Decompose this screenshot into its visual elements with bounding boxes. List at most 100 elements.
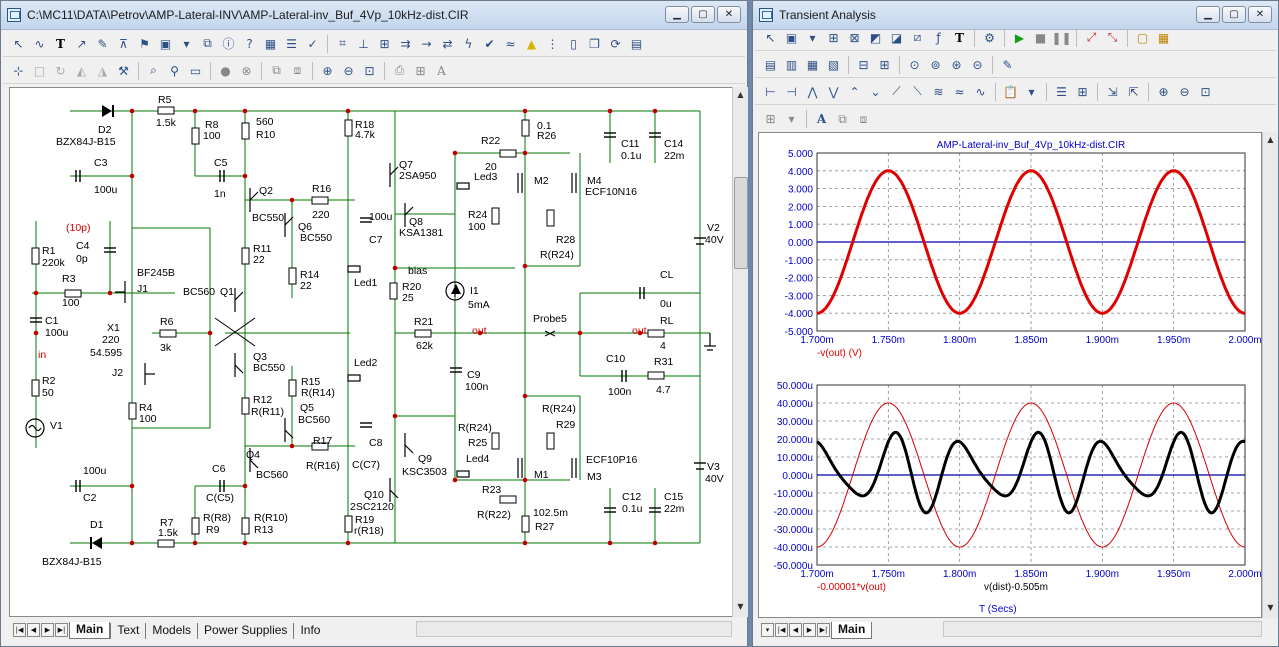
print-icon[interactable]: ⎙ (394, 63, 405, 77)
panel-icon[interactable]: ▢ (1136, 30, 1149, 45)
scroll-down-arrow-icon[interactable]: ▼ (1267, 603, 1274, 612)
warning-icon[interactable]: ▲ (526, 36, 537, 51)
schematic-horizontal-scrollbar[interactable] (416, 621, 732, 637)
maximize-button[interactable]: ▢ (691, 6, 715, 23)
font-icon[interactable]: A (816, 112, 827, 126)
zoom-in-icon[interactable]: ⊕ (1158, 84, 1169, 99)
slope-icon[interactable]: ⟋ (892, 84, 901, 98)
schematic-canvas[interactable]: D2 BZX84J-B15 R5 1.5k R8 100 560 R10 C3 … (9, 87, 734, 617)
tab-main[interactable]: Main (831, 622, 873, 639)
arrow-right-icon[interactable]: → (421, 36, 432, 51)
table-icon[interactable]: ☰ (286, 36, 297, 51)
valley-icon[interactable]: ⋁ (828, 84, 839, 99)
pin-icon[interactable]: ⊥ (358, 36, 369, 51)
stop-icon[interactable]: ■ (1034, 30, 1047, 45)
tab-power-supplies[interactable]: Power Supplies (197, 623, 293, 639)
last-page-icon[interactable]: ▶| (55, 623, 68, 637)
zoom-out-icon[interactable]: ⊖ (343, 63, 354, 78)
page-icon[interactable]: ▤ (764, 57, 777, 72)
measure-icon[interactable]: ⊼ (119, 36, 128, 51)
peak-icon[interactable]: ⋀ (807, 84, 818, 99)
schematic-titlebar[interactable]: C:\MC11\DATA\Petrov\AMP-Lateral-INV\AMP-… (1, 1, 747, 30)
panel2-icon[interactable]: ▦ (1157, 30, 1170, 45)
dropdown-icon[interactable]: ▾ (788, 112, 795, 126)
clone-icon[interactable]: ⧈ (293, 63, 302, 77)
dropdown-icon[interactable]: ▾ (761, 623, 774, 637)
zoom-in-icon[interactable]: ⊕ (322, 63, 333, 78)
tag-icon[interactable]: ⧉ (203, 36, 212, 50)
flag-icon[interactable]: ⚑ (139, 36, 150, 51)
zoom-fit-icon[interactable]: ⊡ (364, 63, 375, 78)
font-icon[interactable]: A (437, 63, 446, 78)
bus-icon[interactable]: ⇉ (400, 36, 411, 51)
flip-icon[interactable]: ◮ (97, 63, 108, 78)
wire-tool-icon[interactable]: ∿ (34, 36, 45, 51)
first-page-icon[interactable]: |◀ (13, 623, 26, 637)
page2-icon[interactable]: ▥ (785, 57, 798, 72)
dropdown-icon[interactable]: ▾ (1028, 84, 1035, 99)
dropdown-icon[interactable]: ▾ (183, 36, 190, 51)
select-tool-icon[interactable]: ↖ (765, 30, 776, 45)
paste-icon[interactable]: ⧈ (859, 111, 868, 126)
wave2-icon[interactable]: ≈ (954, 84, 965, 99)
minimize-button[interactable]: ▁ (665, 6, 689, 23)
net-icon[interactable]: ⊞ (379, 36, 390, 51)
page3-icon[interactable]: ▦ (806, 57, 819, 72)
slope2-icon[interactable]: ⟍ (913, 84, 922, 98)
info-icon[interactable]: ⓘ (222, 37, 235, 51)
low-icon[interactable]: ⌄ (870, 84, 881, 99)
text-tool-icon[interactable]: T (955, 30, 964, 45)
zoom-fit-icon[interactable]: ⊡ (1200, 84, 1211, 99)
tab-models[interactable]: Models (145, 623, 197, 639)
clipboard-icon[interactable]: 📋 (1003, 84, 1018, 99)
graph5-icon[interactable]: ⧄ (913, 30, 922, 44)
layout-icon[interactable]: ⊞ (765, 112, 776, 126)
checkmark-icon[interactable]: ✔ (484, 36, 495, 51)
tab-main[interactable]: Main (69, 622, 111, 639)
wave-icon[interactable]: ≋ (933, 84, 944, 99)
scroll-up-arrow-icon[interactable]: ▲ (1267, 135, 1274, 144)
zoom3-icon[interactable]: ⊛ (951, 57, 962, 72)
stop-icon[interactable]: ● (220, 63, 231, 78)
pause-icon[interactable]: ❚❚ (1051, 30, 1072, 45)
help-icon[interactable]: ? (246, 36, 253, 51)
zoom-icon[interactable]: ⊙ (909, 57, 920, 72)
high-icon[interactable]: ⌃ (849, 84, 860, 99)
cursor-icon[interactable]: ⤢ (1086, 30, 1097, 44)
dropdown-icon[interactable]: ▾ (809, 30, 816, 45)
spark-icon[interactable]: ϟ (464, 36, 473, 51)
arrange-icon[interactable]: ⊹ (13, 63, 24, 78)
close-button[interactable]: ✕ (1248, 6, 1272, 23)
pencil-icon[interactable]: ✎ (97, 36, 108, 51)
close-button[interactable]: ✕ (717, 6, 741, 23)
last-page-icon[interactable]: ▶| (817, 623, 830, 637)
scope-icon[interactable]: ▣ (785, 30, 798, 45)
scroll-up-arrow-icon[interactable]: ▲ (737, 90, 744, 99)
run-icon[interactable]: ▶ (1014, 30, 1025, 45)
next-page-icon[interactable]: ▶ (803, 623, 816, 637)
zoom4-icon[interactable]: ⊝ (972, 57, 983, 72)
cursor-mode2-icon[interactable]: ⊣ (786, 84, 797, 99)
edit-icon[interactable]: ✎ (1002, 57, 1013, 72)
wave3-icon[interactable]: ∿ (975, 84, 986, 99)
paste-icon[interactable]: ⧉ (272, 63, 281, 77)
minimize-button[interactable]: ▁ (1196, 6, 1220, 23)
schematic-vertical-scrollbar[interactable]: ▲ ▼ (732, 87, 748, 617)
prev-page-icon[interactable]: ◀ (789, 623, 802, 637)
page-icon[interactable]: ▯ (570, 36, 577, 51)
number-icon[interactable]: ⊞ (1077, 84, 1088, 99)
component-icon[interactable]: ▣ (159, 36, 172, 51)
grid-icon[interactable]: ▦ (264, 36, 277, 51)
list-icon[interactable]: ☰ (1056, 84, 1067, 99)
analysis-horizontal-scrollbar[interactable] (943, 621, 1262, 637)
scroll-down-arrow-icon[interactable]: ▼ (737, 602, 744, 611)
grid2-icon[interactable]: ⋮ (546, 36, 559, 51)
scroll-thumb[interactable] (734, 177, 748, 269)
properties-icon[interactable]: ⚙ (984, 30, 995, 45)
layout-icon[interactable]: ⊞ (415, 63, 426, 78)
wave-icon[interactable]: ≈ (505, 36, 516, 51)
zoom-out-icon[interactable]: ⊖ (1179, 84, 1190, 99)
node-numbers-icon[interactable]: ⌗ (339, 36, 346, 50)
mirror-icon[interactable]: ◭ (76, 63, 87, 78)
check-icon[interactable]: ✓ (307, 36, 318, 51)
